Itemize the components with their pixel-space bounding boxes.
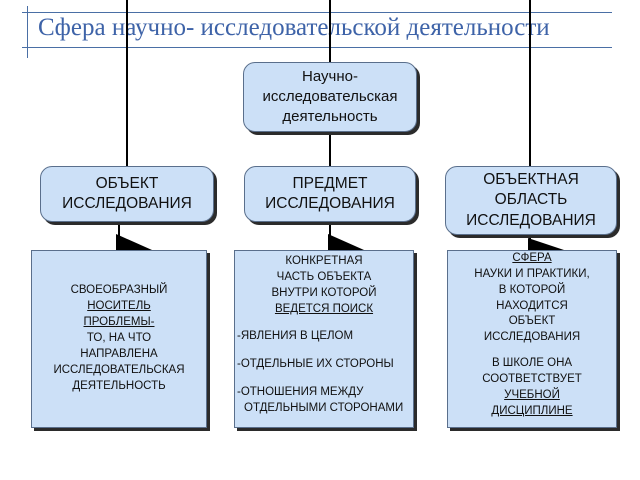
description-line: КОНКРЕТНАЯ [285, 255, 363, 267]
connector-left-vertical [126, 0, 128, 166]
description-object-area: СФЕРА НАУКИ И ПРАКТИКИ, В КОТОРОЙ НАХОДИ… [447, 250, 617, 428]
description-line: ИССЛЕДОВАТЕЛЬСКАЯ [53, 363, 185, 376]
arrow-center [328, 234, 364, 250]
description-line: В КОТОРОЙ [498, 283, 566, 296]
category-object: ОБЪЕКТ ИССЛЕДОВАНИЯ [40, 166, 214, 222]
description-line: В ШКОЛЕ ОНА [491, 357, 573, 370]
category-line: ОБЪЕКТ [95, 174, 159, 192]
description-line: ПРОБЛЕМЫ- [83, 316, 155, 329]
main-node-line: исследовательская [262, 87, 398, 105]
category-line: ОБЛАСТЬ [494, 191, 568, 209]
main-node-text: Научно- исследовательская деятельность [262, 67, 397, 128]
description-line: -ЯВЛЕНИЯ В ЦЕЛОМ [237, 330, 354, 343]
category-line: ОБЪЕКТНАЯ [483, 171, 579, 189]
title-bottom-rule [22, 47, 612, 48]
category-line: ИССЛЕДОВАНИЯ [466, 211, 596, 229]
description-line: ОТДЕЛЬНЫМИ СТОРОНАМИ [244, 402, 404, 415]
category-subject-text: ПРЕДМЕТ ИССЛЕДОВАНИЯ [265, 174, 395, 214]
description-line: ВЕДЕТСЯ ПОИСК [274, 302, 374, 315]
category-line: ИССЛЕДОВАНИЯ [265, 195, 395, 212]
arrow-center-head [328, 234, 364, 250]
category-line: ИССЛЕДОВАНИЯ [62, 195, 192, 212]
main-node-line: деятельность [282, 108, 378, 126]
description-line: СВОЕОБРАЗНЫЙ [70, 284, 168, 297]
description-line: ТО, НА ЧТО [86, 332, 152, 345]
arrow-left [116, 234, 152, 250]
connector-center-vertical [329, 0, 331, 62]
category-subject: ПРЕДМЕТ ИССЛЕДОВАНИЯ [244, 166, 416, 222]
description-line: СФЕРА [512, 252, 552, 264]
connector-right-vertical [529, 0, 531, 166]
description-line: -ОТДЕЛЬНЫЕ ИХ СТОРОНЫ [237, 358, 394, 371]
main-node-line: Научно- [302, 67, 358, 85]
description-line: НОСИТЕЛЬ [87, 300, 151, 313]
arrow-right-head [528, 238, 564, 250]
description-line: ИССЛЕДОВАНИЯ [483, 331, 581, 344]
main-node: Научно- исследовательская деятельность [243, 62, 417, 132]
description-line: НАХОДИТСЯ [496, 299, 568, 312]
arrow-right [528, 238, 564, 250]
arrow-left-head [116, 234, 152, 250]
title-left-rule [27, 6, 28, 58]
description-subject: КОНКРЕТНАЯ ЧАСТЬ ОБЪЕКТА ВНУТРИ КОТОРОЙ … [234, 250, 414, 428]
title-top-rule [22, 12, 612, 13]
connector-center-lower [329, 132, 331, 166]
description-line: -ОТНОШЕНИЯ МЕЖДУ [237, 386, 364, 399]
description-line: ДЕЯТЕЛЬНОСТЬ [72, 379, 166, 392]
description-line: ВНУТРИ КОТОРОЙ [271, 286, 377, 299]
category-line: ПРЕДМЕТ [292, 174, 368, 192]
description-line: ЧАСТЬ ОБЪЕКТА [276, 270, 372, 283]
page-title: Сфера научно- исследовательской деятельн… [38, 14, 550, 41]
description-line: СООТВЕТСТВУЕТ [482, 373, 582, 386]
category-object-area-text: ОБЪЕКТНАЯ ОБЛАСТЬ ИССЛЕДОВАНИЯ [466, 170, 596, 230]
description-line: НАУКИ И ПРАКТИКИ, [474, 267, 590, 280]
description-object: СВОЕОБРАЗНЫЙ НОСИТЕЛЬ ПРОБЛЕМЫ- ТО, НА Ч… [31, 250, 207, 428]
description-line: ДИСЦИПЛИНЕ [491, 404, 573, 417]
description-line: ОБЪЕКТ [508, 315, 556, 328]
category-object-area: ОБЪЕКТНАЯ ОБЛАСТЬ ИССЛЕДОВАНИЯ [445, 166, 617, 235]
description-line: УЧЕБНОЙ [504, 388, 560, 401]
description-line: НАПРАВЛЕНА [80, 347, 158, 360]
category-object-text: ОБЪЕКТ ИССЛЕДОВАНИЯ [62, 174, 192, 214]
